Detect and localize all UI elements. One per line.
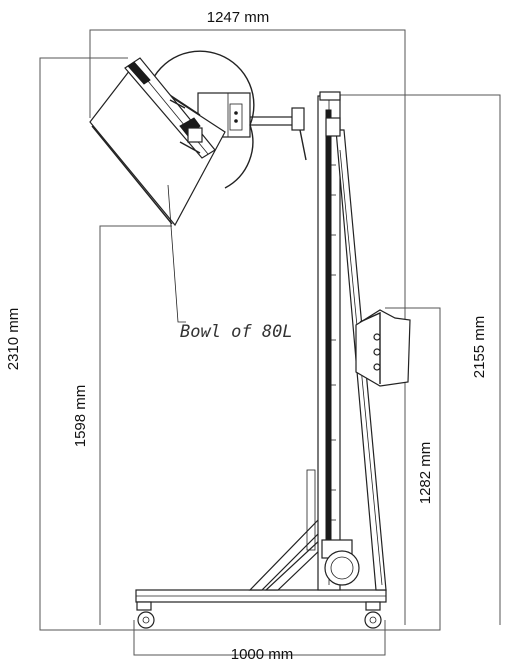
dim-height-2155-label: 2155 mm	[471, 316, 488, 379]
bowl-callout-label: Bowl of 80L	[180, 322, 293, 342]
dim-height-2310-line	[39, 57, 441, 631]
dim-height-1282-label: 1282 mm	[417, 442, 434, 505]
lift-arm	[197, 92, 307, 161]
lift-frame	[135, 91, 387, 629]
tilt-arc	[149, 50, 255, 189]
dim-height-2155-line	[340, 94, 501, 625]
control-box	[355, 309, 411, 387]
caster-left	[136, 601, 155, 629]
bowl-callout-leader	[167, 184, 186, 323]
dim-width-1247-line	[89, 29, 406, 300]
dim-width-1247-label: 1247 mm	[207, 9, 270, 26]
dim-height-2310-label: 2310 mm	[5, 308, 22, 371]
bowl	[89, 50, 255, 323]
lift-rail	[325, 109, 332, 551]
caster-right	[364, 601, 382, 629]
dimension-lines	[39, 29, 501, 656]
dim-width-1000-label: 1000 mm	[231, 646, 294, 663]
dim-width-1000-line	[133, 620, 386, 656]
dim-height-1598-line	[99, 225, 172, 625]
dim-height-1598-label: 1598 mm	[72, 385, 89, 448]
motor	[321, 539, 360, 586]
